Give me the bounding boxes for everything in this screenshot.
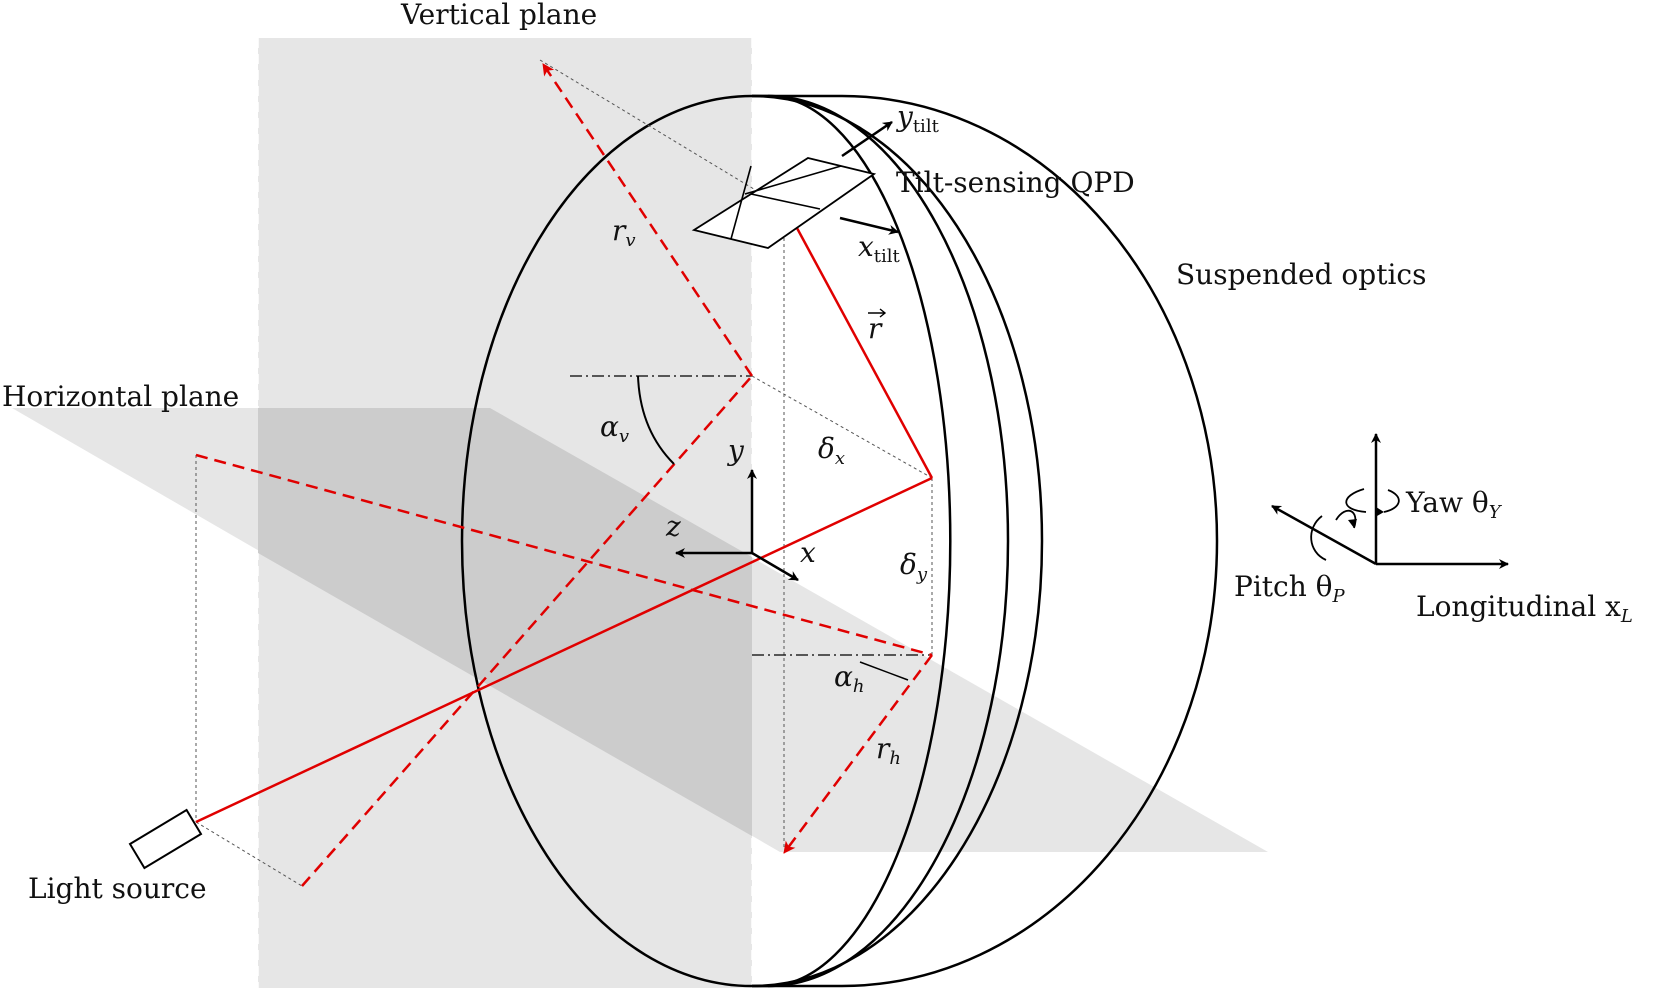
y-tilt-label: ytilt — [895, 100, 940, 137]
yaw-rotation-arrowhead — [1376, 507, 1384, 516]
horizontal-plane-label: Horizontal plane — [2, 380, 239, 413]
alpha-h-tick — [859, 661, 909, 681]
delta-y-label: δy — [900, 548, 928, 585]
yaw-rotation-icon — [1345, 488, 1400, 513]
axis-z-label: z — [665, 510, 681, 543]
axis-y-label: y — [726, 434, 745, 467]
pitch-rotation-icon — [1310, 509, 1357, 561]
y-tilt-arrow — [841, 120, 893, 158]
alpha-h-label: αh — [834, 660, 865, 697]
r-vector — [782, 203, 934, 479]
optics-back-face — [752, 94, 1219, 988]
reflected-beams — [195, 63, 934, 887]
x-tilt-label: xtilt — [858, 230, 901, 267]
longitudinal-label: Longitudinal xL — [1416, 590, 1633, 627]
pitch-rotation-arrowhead — [1348, 519, 1357, 528]
incident-beam — [195, 476, 933, 824]
delta-x-label: δx — [818, 432, 845, 469]
light-source — [128, 808, 203, 870]
vertical-plane-label: Vertical plane — [400, 0, 597, 31]
axis-x-label: x — [800, 536, 816, 569]
alpha-v-arc — [637, 375, 675, 465]
tilt-qpd — [691, 157, 877, 249]
pitch-label: Pitch θP — [1234, 570, 1346, 607]
tilt-qpd-label: Tilt-sensing QPD — [896, 166, 1135, 199]
guide-lines — [195, 59, 933, 887]
r-vector-overarrow — [868, 308, 887, 318]
r-h-label: rh — [876, 732, 901, 769]
optics-back-ellipse — [767, 94, 1010, 988]
alpha-v-label: αv — [600, 410, 629, 447]
qpd-dividers — [730, 165, 842, 240]
yaw-label: Yaw θY — [1405, 486, 1503, 523]
light-source-label: Light source — [28, 872, 207, 905]
suspended-optics-label: Suspended optics — [1176, 258, 1426, 291]
x-axis-arrow — [751, 551, 799, 582]
r-v-label: rv — [612, 214, 636, 251]
x-tilt-arrow — [839, 216, 899, 235]
pitch-axis-arrow — [1271, 504, 1377, 566]
reference-lines — [570, 375, 932, 656]
r-vector-label: r — [868, 312, 883, 345]
optics-back-rim — [752, 94, 952, 988]
